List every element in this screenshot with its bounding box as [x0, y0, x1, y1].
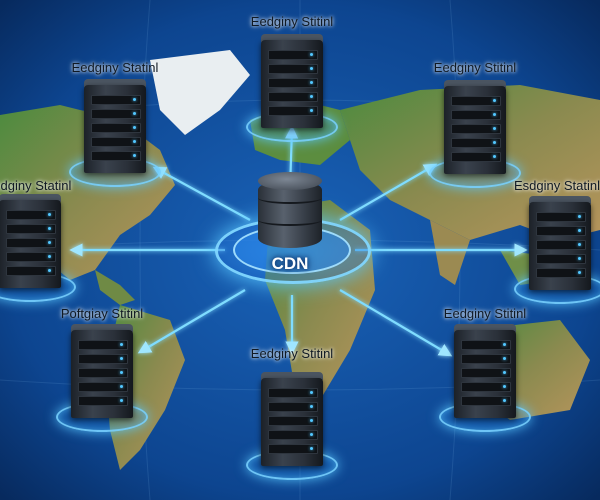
edge-server-top-right — [429, 80, 521, 188]
station-label-mid-right: Esdginy Statinl — [514, 178, 600, 193]
edge-server-top-center — [246, 34, 338, 142]
station-label-bottom-center: Eedginy Stitinl — [250, 346, 334, 361]
edge-server-top-left — [69, 79, 161, 187]
edge-server-mid-right — [514, 196, 600, 304]
station-label-bottom-left: Poftgiay Stitinl — [60, 306, 144, 321]
station-label-top-right: Eedginy Stitinl — [433, 60, 517, 75]
cdn-label: CDN — [271, 254, 309, 273]
station-label-bottom-right: Eedginy Stitinl — [443, 306, 527, 321]
edge-server-bottom-center — [246, 372, 338, 480]
station-label-top-left: Eedginy Statinl — [71, 60, 159, 75]
edge-server-bottom-right — [439, 324, 531, 432]
edge-server-bottom-left — [56, 324, 148, 432]
edge-server-mid-left — [0, 194, 76, 302]
station-label-top-center: Eedginy Stitinl — [250, 14, 334, 29]
station-label-mid-left: Eedginy Statinl — [0, 178, 72, 193]
cdn-hub: CDN — [215, 160, 371, 290]
database-icon — [258, 172, 322, 248]
